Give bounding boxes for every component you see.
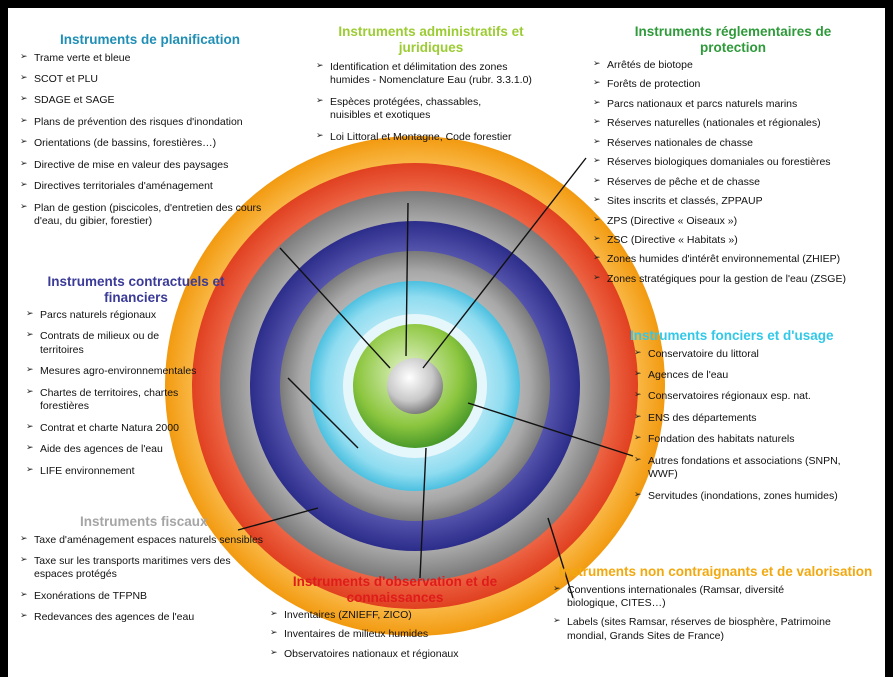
concentric-rings-diagram — [165, 136, 665, 636]
item-list: Inventaires (ZNIEFF, ZICO) Inventaires d… — [270, 609, 520, 661]
list-item: SCOT et PLU — [20, 73, 300, 86]
item-list: Arrêtés de biotope Forêts de protection … — [593, 59, 881, 286]
section-foncier: Instruments fonciers et d'usage Conserva… — [630, 328, 880, 511]
item-list: Identification et délimitation des zones… — [316, 61, 546, 144]
list-item: Fondation des habitats naturels — [634, 433, 880, 446]
list-item: Forêts de protection — [593, 78, 881, 91]
section-title: Instruments non contraignants et de valo… — [558, 564, 873, 579]
list-item: Réserves de pêche et de chasse — [593, 176, 881, 189]
section-title: Instruments réglementaires de protection — [634, 24, 832, 55]
list-item: Redevances des agences de l'eau — [20, 611, 270, 624]
list-item: Plans de prévention des risques d'inonda… — [20, 116, 300, 129]
list-item: Sites inscrits et classés, ZPPAUP — [593, 195, 881, 208]
list-item: Agences de l'eau — [634, 369, 880, 382]
list-item: Servitudes (inondations, zones humides) — [634, 490, 880, 503]
section-planification: Instruments de planification Trame verte… — [20, 32, 300, 236]
list-item: Taxe d'aménagement espaces naturels sens… — [20, 534, 270, 547]
list-item: ZPS (Directive « Oiseaux ») — [593, 215, 881, 228]
list-item: Aide des agences de l'eau — [26, 443, 266, 456]
list-item: Chartes de territoires, chartes forestiè… — [26, 387, 215, 414]
list-item: Exonérations de TFPNB — [20, 590, 270, 603]
list-item: Arrêtés de biotope — [593, 59, 881, 72]
list-item: ENS des départements — [634, 412, 880, 425]
diagram-frame: Instruments de planification Trame verte… — [8, 8, 885, 677]
section-title: Instruments fiscaux — [80, 514, 208, 529]
section-fiscal: Instruments fiscaux Taxe d'aménagement e… — [20, 514, 270, 633]
section-reglementaire: Instruments réglementaires de protection… — [593, 24, 881, 292]
section-title: Instruments contractuels et financiers — [47, 274, 225, 305]
list-item: Espèces protégées, chassables, nuisibles… — [316, 96, 520, 123]
item-list: Taxe d'aménagement espaces naturels sens… — [20, 534, 270, 625]
list-item: Inventaires de milieux humides — [270, 628, 520, 641]
list-item: Contrats de milieux ou de territoires — [26, 330, 200, 357]
list-item: Taxe sur les transports maritimes vers d… — [20, 555, 270, 582]
list-item: SDAGE et SAGE — [20, 94, 300, 107]
list-item: Trame verte et bleue — [20, 52, 300, 65]
section-title: Instruments d'observation et de connaiss… — [292, 574, 498, 605]
list-item: Conservatoire du littoral — [634, 348, 880, 361]
section-non-contraignant: Instruments non contraignants et de valo… — [553, 564, 878, 649]
list-item: Plan de gestion (piscicoles, d'entretien… — [20, 202, 289, 229]
list-item: Zones stratégiques pour la gestion de l'… — [593, 273, 881, 286]
section-contractuel: Instruments contractuels et financiers P… — [26, 274, 266, 486]
item-list: Conservatoire du littoral Agences de l'e… — [630, 348, 880, 504]
list-item: Contrat et charte Natura 2000 — [26, 422, 266, 435]
list-item: Parcs nationaux et parcs naturels marins — [593, 98, 881, 111]
list-item: Conservatoires régionaux esp. nat. — [634, 390, 880, 403]
list-item: Inventaires (ZNIEFF, ZICO) — [270, 609, 520, 622]
list-item: Autres fondations et associations (SNPN,… — [634, 455, 868, 482]
item-list: Parcs naturels régionaux Contrats de mil… — [26, 309, 266, 478]
section-title: Instruments administratifs et juridiques — [338, 24, 524, 55]
list-item: Zones humides d'intérêt environnemental … — [593, 253, 881, 266]
list-item: Réserves biologiques domaniales ou fores… — [593, 156, 881, 169]
section-observation: Instruments d'observation et de connaiss… — [270, 574, 520, 667]
list-item: Mesures agro-environnementales — [26, 365, 266, 378]
list-item: ZSC (Directive « Habitats ») — [593, 234, 881, 247]
list-item: Conventions internationales (Ramsar, div… — [553, 584, 827, 611]
list-item: Réserves nationales de chasse — [593, 137, 881, 150]
list-item: Orientations (de bassins, forestières…) — [20, 137, 300, 150]
list-item: Loi Littoral et Montagne, Code forestier — [316, 131, 546, 144]
item-list: Trame verte et bleue SCOT et PLU SDAGE e… — [20, 52, 300, 229]
section-administratif: Instruments administratifs et juridiques… — [316, 24, 546, 152]
section-title: Instruments de planification — [60, 32, 241, 47]
list-item: Identification et délimitation des zones… — [316, 61, 546, 88]
section-title: Instruments fonciers et d'usage — [630, 328, 834, 343]
list-item: Réserves naturelles (nationales et régio… — [593, 117, 881, 130]
list-item: Directives territoriales d'aménagement — [20, 180, 300, 193]
list-item: LIFE environnement — [26, 465, 266, 478]
item-list: Conventions internationales (Ramsar, div… — [553, 584, 878, 644]
list-item: Directive de mise en valeur des paysages — [20, 159, 300, 172]
list-item: Parcs naturels régionaux — [26, 309, 266, 322]
list-item: Observatoires nationaux et régionaux — [270, 648, 520, 661]
list-item: Labels (sites Ramsar, réserves de biosph… — [553, 616, 837, 643]
